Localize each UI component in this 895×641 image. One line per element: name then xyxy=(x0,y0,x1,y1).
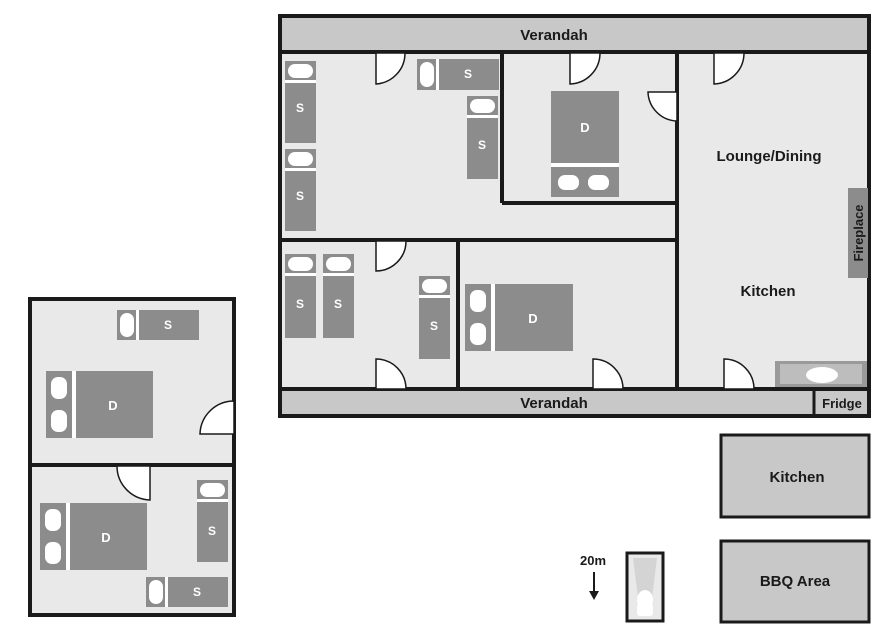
svg-text:S: S xyxy=(334,297,342,311)
double-bed: D xyxy=(46,371,153,438)
svg-text:S: S xyxy=(464,67,472,81)
kitchen-label: Kitchen xyxy=(740,283,795,300)
fireplace-label: Fireplace xyxy=(851,204,866,261)
svg-text:S: S xyxy=(296,189,304,203)
svg-text:S: S xyxy=(478,138,486,152)
left-building-outer-wall xyxy=(28,297,236,617)
svg-text:S: S xyxy=(193,585,201,599)
door-bunkroom-2-bottom xyxy=(375,358,407,390)
single-bed: S xyxy=(467,96,498,179)
double-bed: D xyxy=(551,91,619,197)
verandah-top-label: Verandah xyxy=(520,27,588,44)
door-bedroom-2-bottom xyxy=(592,358,624,390)
double-bed: D xyxy=(465,284,573,351)
svg-text:D: D xyxy=(528,311,537,326)
toilet xyxy=(625,551,665,623)
outdoor-kitchen: Kitchen xyxy=(719,433,871,519)
outdoor-kitchen-label: Kitchen xyxy=(769,469,824,486)
lounge-dining-label: Lounge/Dining xyxy=(717,148,822,165)
door-bunkroom-2 xyxy=(375,240,407,272)
svg-text:S: S xyxy=(164,318,172,332)
fridge-label: Fridge xyxy=(822,396,862,411)
svg-text:D: D xyxy=(108,398,117,413)
single-bed: S xyxy=(117,310,199,340)
single-bed: S xyxy=(417,59,499,90)
door-bunkroom-top xyxy=(375,52,406,85)
door-kitchen-bottom xyxy=(723,358,755,390)
doors-main xyxy=(375,52,755,390)
bbq-area: BBQ Area xyxy=(719,539,871,624)
double-bed: D xyxy=(40,503,147,570)
single-bed: S xyxy=(285,61,316,143)
svg-text:S: S xyxy=(296,297,304,311)
fridge-box xyxy=(812,387,871,418)
single-bed: S xyxy=(419,276,450,359)
distance-label: 20m xyxy=(580,553,606,568)
bbq-area-label: BBQ Area xyxy=(760,573,831,590)
svg-text:S: S xyxy=(208,524,216,538)
door-left-building-side xyxy=(199,400,235,435)
door-lounge-top xyxy=(713,52,745,85)
toilet-cistern-icon xyxy=(633,558,657,598)
verandah-top xyxy=(278,14,871,54)
single-bed: S xyxy=(285,254,316,338)
main-house: S S S S xyxy=(278,14,871,418)
fireplace xyxy=(848,188,868,278)
svg-text:D: D xyxy=(101,530,110,545)
single-bed: S xyxy=(323,254,354,338)
verandah-bottom-label: Verandah xyxy=(520,395,588,412)
door-left-building-middle xyxy=(116,465,151,501)
svg-text:D: D xyxy=(580,120,589,135)
left-building: S D D S S xyxy=(28,297,236,617)
main-house-outer-wall xyxy=(278,14,871,418)
beds-main: S S S S xyxy=(285,59,619,359)
distance-marker: 20m xyxy=(580,553,606,600)
single-bed: S xyxy=(146,577,228,607)
single-bed: S xyxy=(197,480,228,562)
single-bed: S xyxy=(285,149,316,231)
svg-text:S: S xyxy=(296,101,304,115)
door-bedroom-1-side xyxy=(647,91,678,122)
door-bedroom-1 xyxy=(569,52,601,85)
kitchen-sink xyxy=(775,361,867,387)
svg-text:S: S xyxy=(430,319,438,333)
